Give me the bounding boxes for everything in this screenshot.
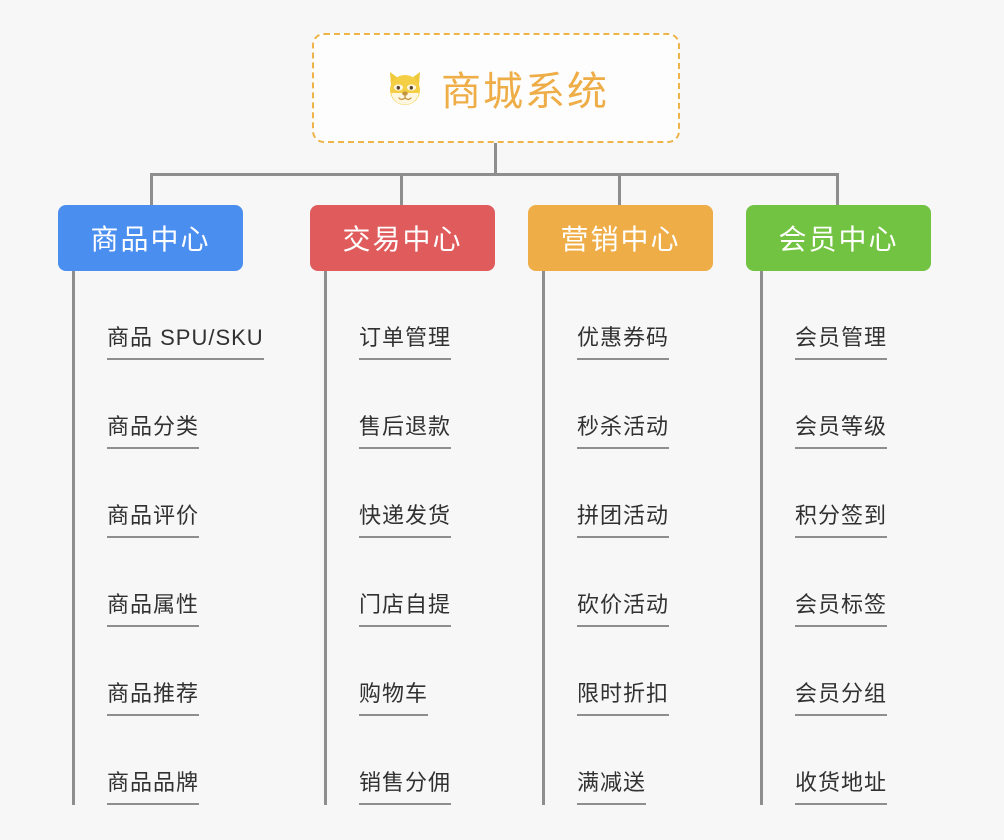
category-column-2: 营销中心优惠券码秒杀活动拼团活动砍价活动限时折扣满减送 (528, 205, 728, 805)
leaf-label: 商品推荐 (107, 676, 200, 716)
category-column-1: 交易中心订单管理售后退款快递发货门店自提购物车销售分佣 (310, 205, 510, 805)
leaf-list-0: 商品 SPU/SKU 商品分类商品评价商品属性商品推荐商品品牌 (72, 271, 278, 805)
connector-drop-0 (150, 173, 153, 207)
category-column-0: 商品中心商品 SPU/SKU 商品分类商品评价商品属性商品推荐商品品牌 (58, 205, 278, 805)
leaf-label: 销售分佣 (359, 765, 452, 805)
leaf-label: 商品品牌 (107, 765, 200, 805)
category-header-label: 会员中心 (778, 224, 899, 255)
connector-drop-1 (400, 173, 403, 207)
category-header-3[interactable]: 会员中心 (746, 205, 931, 271)
category-header-2[interactable]: 营销中心 (528, 205, 713, 271)
category-header-0[interactable]: 商品中心 (58, 205, 243, 271)
category-header-label: 营销中心 (560, 224, 681, 255)
leaf-label: 商品分类 (107, 409, 200, 449)
leaf-list-3: 会员管理会员等级积分签到会员标签会员分组收货地址 (760, 271, 946, 805)
leaf-node[interactable]: 限时折扣 (545, 627, 728, 716)
leaf-label: 会员等级 (795, 409, 888, 449)
leaf-node[interactable]: 订单管理 (327, 271, 510, 360)
leaf-label: 门店自提 (359, 587, 452, 627)
leaf-node[interactable]: 会员分组 (763, 627, 946, 716)
leaf-node[interactable]: 收货地址 (763, 716, 946, 805)
leaf-label: 会员标签 (795, 587, 888, 627)
leaf-label: 拼团活动 (577, 498, 670, 538)
leaf-label: 优惠券码 (577, 320, 670, 360)
leaf-node[interactable]: 拼团活动 (545, 449, 728, 538)
leaf-node[interactable]: 会员等级 (763, 360, 946, 449)
leaf-label: 商品 SPU/SKU (107, 320, 264, 360)
connector-root-stem (494, 143, 497, 175)
connector-horizontal-bus (150, 173, 838, 176)
leaf-label: 快递发货 (359, 498, 452, 538)
leaf-node[interactable]: 购物车 (327, 627, 510, 716)
leaf-node[interactable]: 会员标签 (763, 538, 946, 627)
category-header-label: 商品中心 (90, 224, 211, 255)
leaf-list-2: 优惠券码秒杀活动拼团活动砍价活动限时折扣满减送 (542, 271, 728, 805)
leaf-node[interactable]: 商品品牌 (75, 716, 278, 805)
leaf-node[interactable]: 积分签到 (763, 449, 946, 538)
leaf-label: 售后退款 (359, 409, 452, 449)
leaf-node[interactable]: 商品评价 (75, 449, 278, 538)
connector-drop-3 (836, 173, 839, 207)
leaf-label: 砍价活动 (577, 587, 670, 627)
leaf-node[interactable]: 商品属性 (75, 538, 278, 627)
leaf-node[interactable]: 售后退款 (327, 360, 510, 449)
leaf-node[interactable]: 秒杀活动 (545, 360, 728, 449)
connector-drop-2 (618, 173, 621, 207)
leaf-label: 限时折扣 (577, 676, 670, 716)
leaf-label: 会员分组 (795, 676, 888, 716)
leaf-node[interactable]: 销售分佣 (327, 716, 510, 805)
leaf-list-1: 订单管理售后退款快递发货门店自提购物车销售分佣 (324, 271, 510, 805)
category-column-3: 会员中心会员管理会员等级积分签到会员标签会员分组收货地址 (746, 205, 946, 805)
root-title: 商城系统 (441, 70, 609, 114)
leaf-node[interactable]: 优惠券码 (545, 271, 728, 360)
leaf-node[interactable]: 商品 SPU/SKU (75, 271, 278, 360)
leaf-node[interactable]: 砍价活动 (545, 538, 728, 627)
leaf-node[interactable]: 会员管理 (763, 271, 946, 360)
leaf-label: 订单管理 (359, 320, 452, 360)
leaf-label: 商品属性 (107, 587, 200, 627)
leaf-node[interactable]: 门店自提 (327, 538, 510, 627)
leaf-node[interactable]: 商品推荐 (75, 627, 278, 716)
leaf-label: 会员管理 (795, 320, 888, 360)
leaf-label: 购物车 (359, 676, 429, 716)
leaf-label: 收货地址 (795, 765, 888, 805)
root-node[interactable]: 商城系统 (312, 33, 680, 143)
leaf-label: 商品评价 (107, 498, 200, 538)
leaf-node[interactable]: 快递发货 (327, 449, 510, 538)
leaf-label: 满减送 (577, 765, 647, 805)
category-header-label: 交易中心 (342, 224, 463, 255)
leaf-node[interactable]: 商品分类 (75, 360, 278, 449)
leaf-label: 积分签到 (795, 498, 888, 538)
category-header-1[interactable]: 交易中心 (310, 205, 495, 271)
leaf-label: 秒杀活动 (577, 409, 670, 449)
leaf-node[interactable]: 满减送 (545, 716, 728, 805)
dog-face-icon (383, 66, 427, 110)
